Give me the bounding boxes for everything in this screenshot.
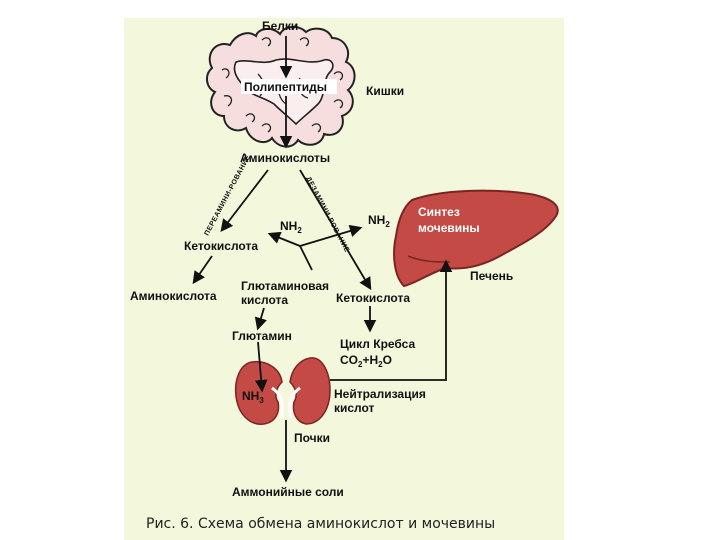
arrow-glutamine-kidney xyxy=(254,341,268,393)
label-nh3: NH3 xyxy=(242,389,264,405)
label-liver: Печень xyxy=(470,269,513,283)
label-krebs-2: CO2+H2O xyxy=(340,353,392,369)
flow-arrows xyxy=(192,36,453,483)
label-intestines: Кишки xyxy=(366,84,404,98)
label-amino-acids: Аминокислоты xyxy=(240,151,330,165)
polypeptides-label-bg xyxy=(241,79,337,94)
arrow-deamination xyxy=(299,169,372,291)
arrow-nh2-left xyxy=(267,231,301,247)
label-neutralization-2: кислот xyxy=(334,401,375,415)
figure-caption: Рис. 6. Схема обмена аминокислот и мочев… xyxy=(146,516,495,532)
arrow-stem-glutamic xyxy=(299,245,313,271)
label-proteins: Белки xyxy=(262,19,298,33)
label-nh2-left: NH2 xyxy=(280,219,302,235)
label-neutralization-1: Нейтрализация xyxy=(334,387,426,401)
label-ammonium-salts: Аммонийные соли xyxy=(232,485,344,499)
label-urea-1: Синтез xyxy=(418,205,460,219)
label-keto-acid-right: Кетокислота xyxy=(336,291,410,305)
label-keto-acid-left: Кетокислота xyxy=(184,239,258,253)
label-glutamic-acid-1: Глютаминовая xyxy=(241,279,329,293)
arrow-kidney-liver xyxy=(330,259,453,381)
label-kidneys: Почки xyxy=(294,431,330,445)
arrow-transamination xyxy=(220,169,269,232)
label-glutamic-acid-2: кислота xyxy=(241,293,288,307)
label-polypeptides: Полипептиды xyxy=(244,80,327,94)
arrow-glutamic-glutamine xyxy=(254,307,267,331)
arrow-keto-aminoacid xyxy=(192,255,213,285)
label-krebs-1: Цикл Кребса xyxy=(340,337,415,351)
label-transamination: ПЕРЕАМИНИ-РОВАНИЕ xyxy=(204,154,253,237)
label-glutamine: Глютамин xyxy=(232,329,292,343)
label-amino-acid-out: Аминокислота xyxy=(130,289,217,303)
kidneys-illustration xyxy=(234,357,331,425)
label-urea-2: мочевины xyxy=(418,221,480,235)
label-nh2-right: NH2 xyxy=(368,213,390,229)
arrow-nh2-right xyxy=(299,224,363,247)
